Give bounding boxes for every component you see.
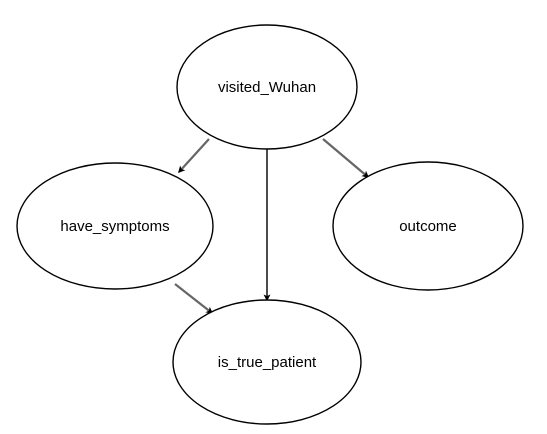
edge-visited-wuhan-to-outcome xyxy=(322,138,370,178)
node-is-true-patient[interactable]: is_true_patient xyxy=(172,299,362,425)
node-visited-wuhan[interactable]: visited_Wuhan xyxy=(176,24,358,150)
edge-have-symptoms-to-is-true-patient xyxy=(174,283,214,314)
edge-visited-wuhan-to-have-symptoms xyxy=(178,138,210,174)
node-visited-wuhan-label: visited_Wuhan xyxy=(218,79,316,96)
node-have-symptoms-shape xyxy=(16,162,214,290)
edges xyxy=(174,138,370,314)
node-outcome-label: outcome xyxy=(399,218,457,235)
node-have-symptoms-label: have_symptoms xyxy=(60,218,169,235)
node-outcome-shape xyxy=(332,161,524,291)
node-have-symptoms[interactable]: have_symptoms xyxy=(16,162,214,290)
node-is-true-patient-label: is_true_patient xyxy=(218,354,317,371)
node-outcome[interactable]: outcome xyxy=(332,161,524,291)
node-visited-wuhan-shape xyxy=(176,24,358,150)
node-is-true-patient-shape xyxy=(172,299,362,425)
